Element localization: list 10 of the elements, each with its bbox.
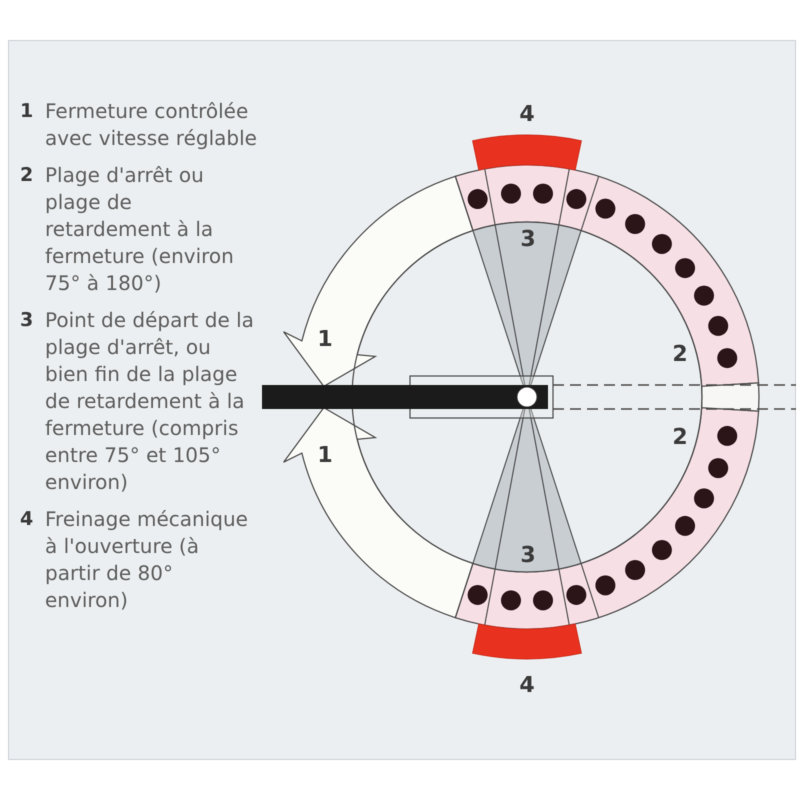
key-description: Freinage mécanique à l'ouverture (à partir de 80° environ) <box>45 506 249 614</box>
key-number: 3 <box>20 308 34 333</box>
key-description: Fermeture contrôlée avec vitesse réglable <box>45 98 258 152</box>
key-number: 4 <box>20 507 34 532</box>
key-number: 1 <box>20 99 34 124</box>
callout-number: 4 <box>519 103 535 127</box>
callout-number: 4 <box>519 674 535 698</box>
key-description: Plage d'arrêt ou plage de retardement à la fermeture (environ 75° à 180°) <box>45 162 235 297</box>
key-description: Point de départ de la plage d'arrêt, ou bien fin de la plage de retardement à la fermeture (compris entre 75° et 105° environ) <box>45 307 255 496</box>
key-number: 2 <box>20 163 34 188</box>
